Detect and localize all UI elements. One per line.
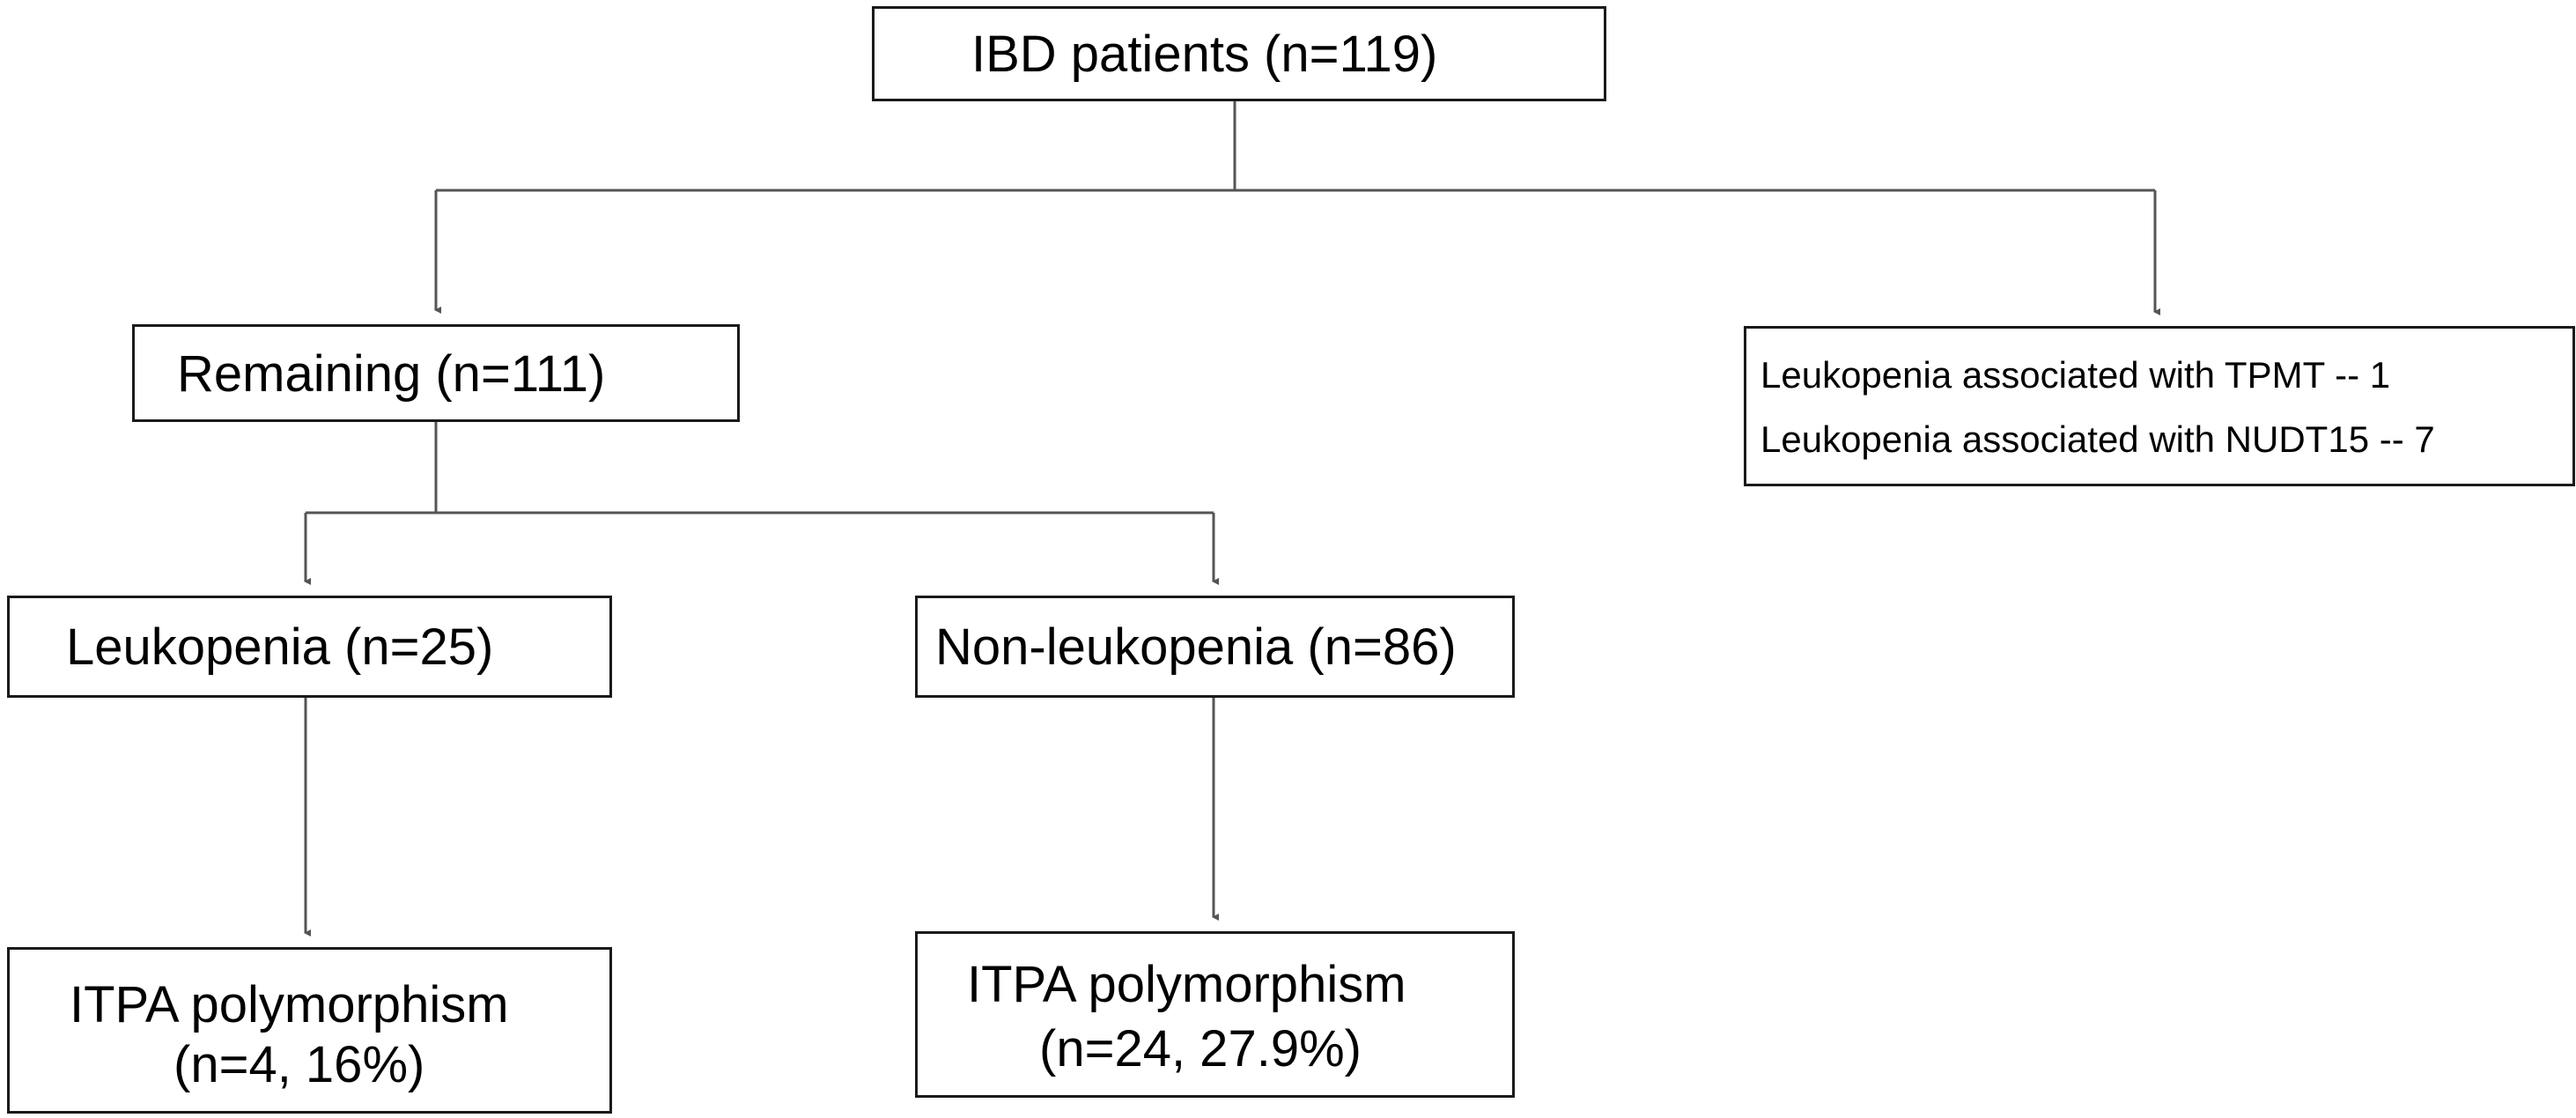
ibd-patients-label: IBD patients (n=119): [971, 26, 1438, 83]
ibd-patients-node: IBD patients (n=119): [872, 6, 1606, 101]
leukopenia-node: Leukopenia (n=25): [7, 596, 612, 698]
itpa-non-leukopenia-count: (n=24, 27.9%): [1039, 1020, 1362, 1077]
itpa-non-leukopenia-title: ITPA polymorphism: [967, 956, 1406, 1013]
itpa-leukopenia-title: ITPA polymorphism: [70, 976, 509, 1033]
itpa-non-leukopenia-node: ITPA polymorphism (n=24, 27.9%): [915, 931, 1515, 1098]
excluded-leukopenia-node: Leukopenia associated with TPMT -- 1 Leu…: [1744, 326, 2575, 486]
itpa-leukopenia-count: (n=4, 16%): [173, 1036, 425, 1093]
remaining-label: Remaining (n=111): [177, 345, 606, 403]
leukopenia-label: Leukopenia (n=25): [66, 618, 494, 676]
remaining-node: Remaining (n=111): [132, 324, 740, 422]
non-leukopenia-node: Non-leukopenia (n=86): [915, 596, 1515, 698]
itpa-leukopenia-node: ITPA polymorphism (n=4, 16%): [7, 947, 612, 1114]
tpmt-leukopenia-label: Leukopenia associated with TPMT -- 1: [1760, 354, 2391, 396]
non-leukopenia-label: Non-leukopenia (n=86): [935, 618, 1457, 676]
nudt15-leukopenia-label: Leukopenia associated with NUDT15 -- 7: [1760, 418, 2435, 460]
